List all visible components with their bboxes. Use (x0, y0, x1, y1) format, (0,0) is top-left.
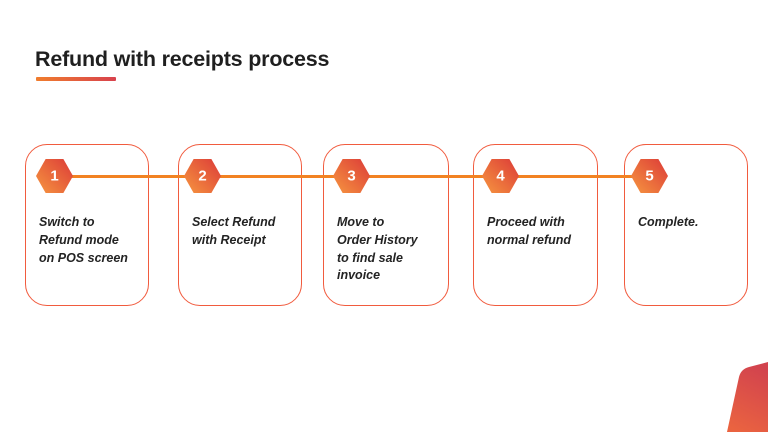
step-number: 3 (347, 167, 356, 184)
step-card-2: Select Refund with Receipt (178, 144, 302, 306)
step-label: Switch to Refund mode on POS screen (39, 215, 128, 265)
step-number: 1 (50, 167, 59, 184)
step-label: Complete. (638, 215, 699, 229)
step-label: Move to Order History to find sale invoi… (337, 215, 418, 283)
corner-accent-shape (727, 362, 768, 432)
step-number: 4 (496, 167, 505, 184)
page-title: Refund with receipts process (35, 47, 330, 72)
step-label: Select Refund with Receipt (192, 215, 276, 247)
step-number: 5 (645, 167, 654, 184)
step-label: Proceed with normal refund (487, 215, 572, 247)
step-number: 2 (198, 167, 207, 184)
title-underline-accent (36, 77, 116, 81)
